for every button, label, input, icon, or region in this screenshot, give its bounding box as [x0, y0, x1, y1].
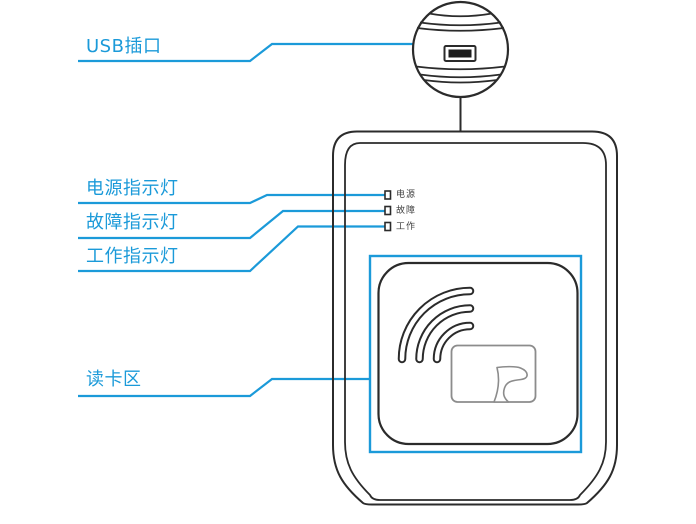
usb-zoom-circle-icon [411, 0, 510, 99]
card-icon [450, 344, 537, 403]
power-led-icon [384, 190, 392, 200]
card-swoosh-icon [493, 365, 528, 403]
callout-label-card-reading-area: 读卡区 [86, 369, 142, 390]
callout-label-usb-port: USB插口 [86, 36, 162, 57]
work-led-icon [384, 221, 392, 232]
card-area-highlight-box [368, 254, 583, 454]
fault-led-icon [384, 205, 392, 216]
callout-label-power-indicator: 电源指示灯 [86, 178, 179, 199]
callout-label-work-indicator: 工作指示灯 [86, 246, 179, 267]
device-inner-outline [344, 142, 607, 501]
callout-label-fault-indicator: 故障指示灯 [86, 212, 179, 233]
card-area-panel [377, 261, 579, 446]
contactless-waves-icon [397, 286, 475, 364]
led-label-fault: 故障 [396, 206, 417, 216]
power-callout-line [78, 193, 385, 205]
usb-connector-icon [443, 45, 477, 62]
led-label-power: 电源 [396, 190, 417, 200]
card-area-callout-line [78, 377, 370, 398]
work-callout-line [78, 225, 385, 273]
device-outer-outline [332, 130, 618, 506]
led-label-work: 工作 [396, 222, 417, 232]
usb-callout-line [78, 42, 414, 63]
